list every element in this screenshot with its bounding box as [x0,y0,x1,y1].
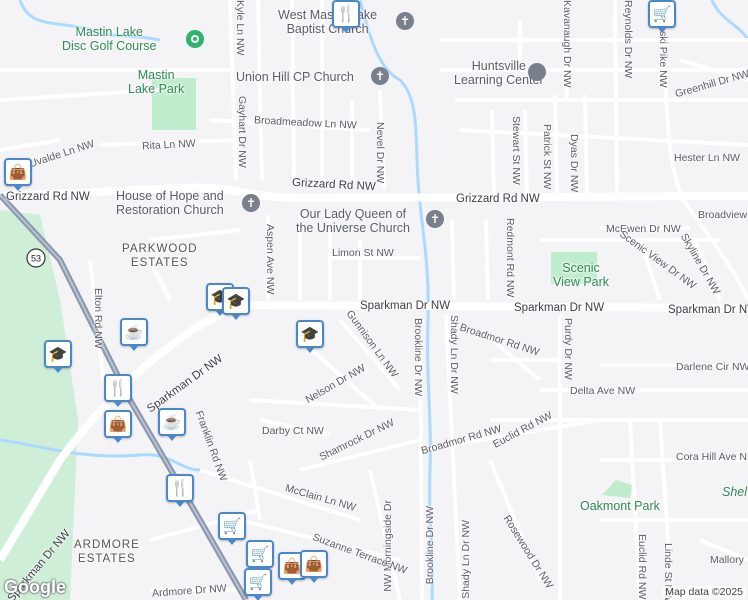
shopping-pin[interactable]: 🛒 [218,512,246,545]
park-icon[interactable] [186,30,204,48]
google-logo[interactable]: Google [4,577,66,597]
park-area-scenic [551,252,597,284]
fork-knife-icon: 🍴 [170,480,190,497]
neighborhood-label-ardmore: ARDMORE ESTATES [74,539,140,565]
creek-ne [710,0,748,41]
street-label-kavanaugh: Kavanaugh Dr NW [561,0,573,88]
church-icon[interactable]: ✝ [426,210,444,228]
street-label-grizzard-e: Grizzard Rd NW [456,193,540,205]
cart-icon: 🛒 [248,574,268,591]
school-pin[interactable]: 🎓 [44,340,72,373]
shopping-bag-icon: 👜 [282,558,302,575]
place-label-shel: Shel [722,485,748,499]
street-label-purdy: Purdy Dr NW [562,318,574,380]
park-area-oakmont [602,480,632,498]
street-label-mallory: Mallory [710,554,744,566]
shopping-bag-icon: 👜 [304,556,324,573]
street-label-dyas: Dyas Dr NW [568,134,580,193]
church-icon[interactable]: ✝ [371,67,389,85]
cart-icon: 🛒 [250,546,270,563]
place-label-oakmont-park[interactable]: Oakmont Park [580,499,660,513]
church-icon[interactable]: ✝ [396,12,414,30]
street-label-shady-n: Shady Ln Dr NW [448,315,460,394]
street-label-sparkman-1: Sparkman Dr NW [360,300,451,312]
graduation-cap-icon: 🎓 [48,346,68,363]
cafe-pin[interactable]: ☕ [158,408,186,441]
cafe-pin[interactable]: ☕ [120,318,148,351]
fork-knife-icon: 🍴 [108,380,128,397]
school-pin[interactable]: 🎓 [296,320,324,353]
fork-knife-icon: 🍴 [336,6,356,23]
school-pin[interactable]: 🎓 [222,287,250,320]
street-label-grizzard-w: Grizzard Rd NW [6,191,90,203]
place-label-learning-center[interactable]: Huntsville Learning Center [454,59,544,87]
street-label-brookline-s: Brookline Dr NW [424,506,436,585]
restaurant-pin[interactable]: 🍴 [104,374,132,407]
place-label-union-hill-church[interactable]: Union Hill CP Church [236,70,354,84]
street-label-linde: Linde St NW [662,543,674,600]
street-label-stewart: Stewart St NW [510,116,522,185]
store-pin[interactable]: 👜 [104,410,132,443]
place-label-our-lady-church[interactable]: Our Lady Queen of the Universe Church [296,207,410,235]
church-icon[interactable]: ✝ [242,194,260,212]
street-label-broadview: Broadview [698,209,748,221]
place-label-house-of-hope[interactable]: House of Hope and Restoration Church [116,189,224,217]
street-label-gayhart: Gayhart Dr NW [236,96,248,168]
street-label-shady-s: Shady Ln Dr NW [460,520,472,599]
graduation-cap-icon: 🎓 [226,293,246,310]
cart-icon: 🛒 [222,518,242,535]
restaurant-pin[interactable]: 🍴 [166,474,194,507]
park-area-west [0,210,78,600]
shopping-bag-icon: 👜 [108,416,128,433]
street-label-mcewen: McEwen Dr NW [606,223,681,235]
street-label-darby: Darby Ct NW [262,425,324,437]
creek-north [18,0,161,42]
street-label-limon: Limon St NW [332,247,394,259]
shopping-bag-icon: 👜 [8,164,28,181]
map-attribution[interactable]: Map data ©2025 [662,586,746,598]
street-label-aspen: Aspen Ave NW [264,224,276,295]
coffee-cup-icon: ☕ [124,324,144,341]
shopping-pin[interactable]: 🛒 [244,568,272,600]
street-label-hester: Hester Ln NW [674,152,740,164]
neighborhood-label-parkwood: PARKWOOD ESTATES [122,243,198,269]
street-label-euclid-s: Euclid Rd NW [636,534,648,600]
svg-text:53: 53 [31,254,41,264]
street-label-darlene: Darlene Cir NW [676,361,748,373]
place-label-west-mastin-church[interactable]: West Mastin Lake Baptist Church [278,8,378,36]
street-label-sparkman-2: Sparkman Dr NW [514,302,605,314]
street-label-brookline-n: Brookline Dr NW [412,318,424,397]
store-pin[interactable]: 👜 [300,550,328,583]
street-label-morningside: NW Morningside Dr [382,500,394,592]
graduation-cap-icon: 🎓 [300,326,320,343]
street-label-delta: Delta Ave NW [570,385,636,397]
street-label-sparkman-3: Sparkman Dr NW [668,304,748,316]
street-label-kyle: Kyle Ln NW [234,0,246,56]
highway-shield-53: 53 [26,248,46,268]
creek-south [0,438,201,472]
place-label-disc-golf[interactable]: Mastin Lake Disc Golf Course [62,25,157,53]
creek-main [358,0,434,600]
street-label-patrick: Patrick St NW [541,124,553,190]
shopping-pin[interactable]: 🛒 [246,540,274,573]
store-pin[interactable]: 👜 [4,158,32,191]
coffee-cup-icon: ☕ [162,414,182,431]
place-label-mastin-lake-park[interactable]: Mastin Lake Park [128,68,185,96]
park-area-mastin [152,78,196,130]
place-label-scenic-view-park[interactable]: Scenic View Park [553,261,610,289]
street-label-reynolds: Reynolds Dr NW [622,0,634,79]
street-label-nevel: Nevel Dr NW [374,122,386,184]
school-icon[interactable] [528,63,546,81]
street-label-elton: Elton Rd NW [92,288,104,349]
street-label-cora: Cora Hill Ave N [676,451,747,463]
shopping-pin[interactable]: 🛒 [648,0,676,33]
cart-icon: 🛒 [652,6,672,23]
restaurant-pin[interactable]: 🍴 [332,0,360,33]
street-label-redmont: Redmont Rd NW [504,218,516,298]
major-roads [0,183,748,563]
